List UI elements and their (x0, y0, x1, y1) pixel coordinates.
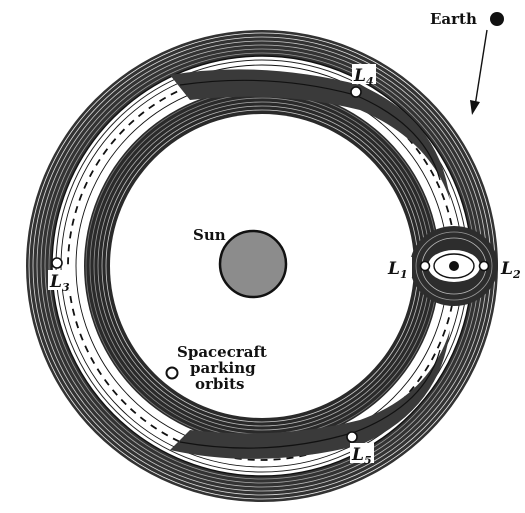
earth-marker (490, 12, 504, 26)
earth-label: Earth (430, 10, 477, 28)
l1-point (421, 262, 430, 271)
earth-orbit-position (449, 261, 459, 271)
l2-label: L2 (500, 257, 525, 281)
l4-point (351, 87, 361, 97)
sun-disk (220, 231, 286, 297)
svg-text:orbits: orbits (195, 375, 244, 393)
l5-point (347, 432, 357, 442)
l4-label: L4 (352, 64, 376, 88)
sun-label: Sun (193, 226, 226, 244)
earth-arrow-head (470, 100, 480, 115)
l3-point (52, 258, 62, 268)
l2-point (480, 262, 489, 271)
earth-arrow (475, 30, 487, 106)
l3-label: L3 (48, 270, 72, 294)
l5-label: L5 (350, 443, 374, 467)
spacecraft-parking-marker (167, 368, 178, 379)
